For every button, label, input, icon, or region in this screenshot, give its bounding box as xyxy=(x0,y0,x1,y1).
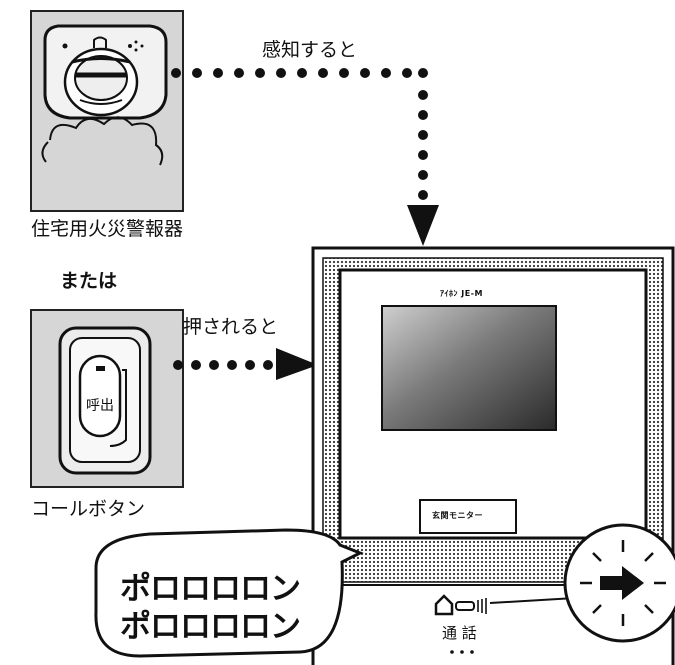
pressed-label: 押されると xyxy=(183,316,279,338)
pressed-dotted-arrow xyxy=(173,348,318,380)
talk-label: 通 話 xyxy=(442,624,477,642)
flashing-lamp-callout xyxy=(563,523,675,643)
fire-alarm-illustration xyxy=(30,10,184,212)
call-button-label: コールボタン xyxy=(31,498,146,520)
detect-dotted-arrow xyxy=(171,68,439,246)
detect-label: 感知すると xyxy=(262,39,358,61)
speech-line-1: ポロロロロン xyxy=(120,571,301,607)
fire-alarm-label: 住宅用火災警報器 xyxy=(31,218,184,240)
monitor-panel-label: 玄関モニター xyxy=(432,511,483,520)
chime-speech-bubble xyxy=(94,528,364,658)
monitor-brand-label: ｱｲﾎﾝ JE-M xyxy=(440,289,484,298)
call-button-face-label: 呼出 xyxy=(86,398,114,414)
or-label: または xyxy=(60,270,118,292)
speech-line-2: ポロロロロン xyxy=(120,609,301,645)
call-button-illustration xyxy=(30,309,184,488)
